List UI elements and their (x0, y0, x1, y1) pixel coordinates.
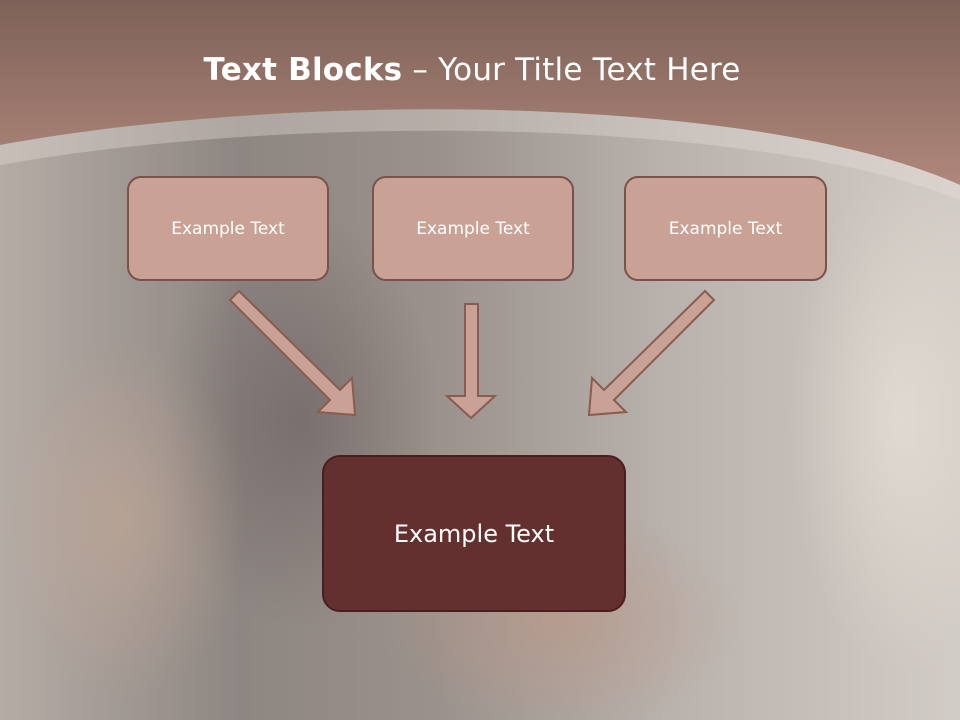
text-block-right-label: Example Text (668, 218, 783, 239)
text-block-left-label: Example Text (171, 218, 285, 239)
title-bold: Text Blocks (203, 52, 403, 88)
text-block-main[interactable]: Example Text (322, 455, 626, 612)
arrow-left-icon (228, 289, 357, 417)
text-block-right[interactable]: Example Text (624, 176, 827, 281)
text-block-left[interactable]: Example Text (127, 176, 329, 281)
arrow-right-icon (587, 289, 716, 417)
text-block-main-label: Example Text (393, 519, 555, 548)
slide-title: Text Blocks – Your Title Text Here (0, 52, 944, 88)
title-rest: Your Title Text Here (438, 52, 741, 88)
header-banner (0, 0, 960, 200)
text-block-center-label: Example Text (416, 218, 530, 239)
text-block-center[interactable]: Example Text (372, 176, 574, 281)
arrow-center-icon (444, 303, 498, 420)
title-separator: – (402, 52, 439, 88)
